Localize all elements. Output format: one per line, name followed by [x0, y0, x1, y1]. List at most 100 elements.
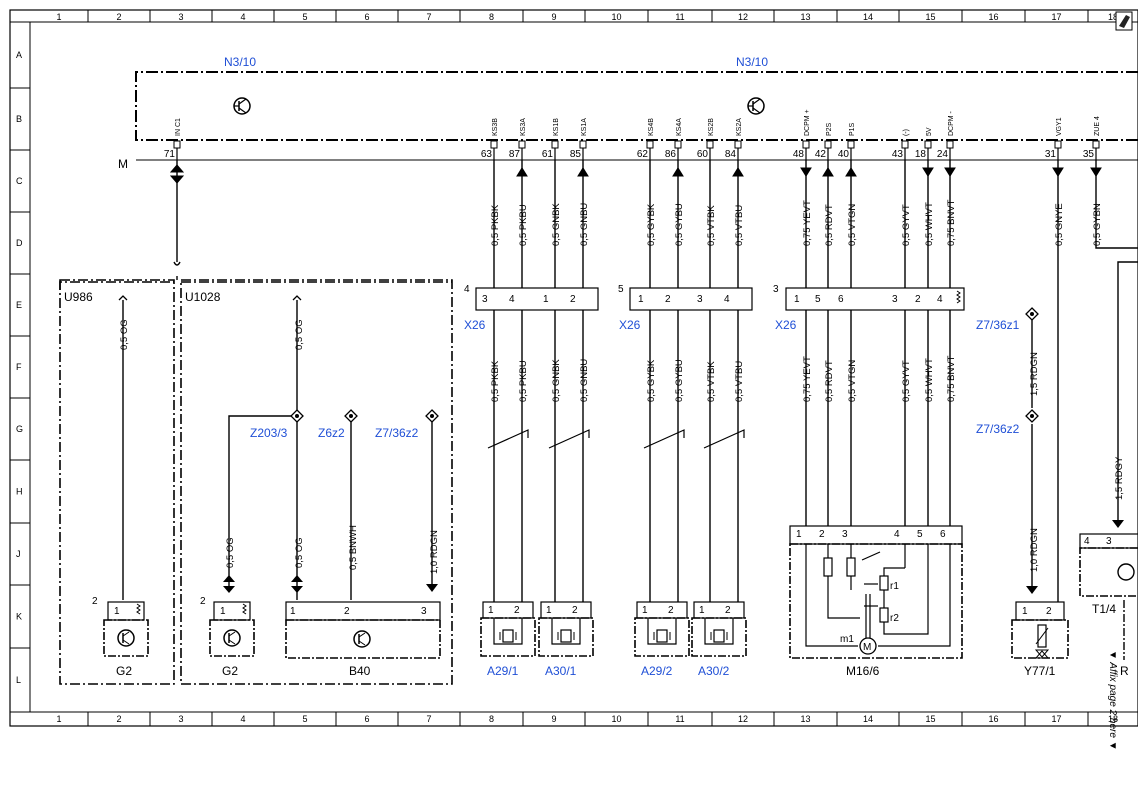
- column-number: 1: [56, 12, 61, 22]
- svg-text:1: 1: [699, 605, 705, 616]
- corner-logo-icon: [1115, 11, 1133, 31]
- column-ticks: [87, 10, 1089, 726]
- row-letter: H: [16, 487, 23, 497]
- pin-number: 40: [838, 149, 850, 160]
- module-label-n3-10-left[interactable]: N3/10: [224, 55, 256, 69]
- g2-sensor-left: 2 1 G2: [92, 596, 149, 678]
- column-number: 6: [364, 714, 369, 724]
- pin-stub: [1092, 140, 1100, 149]
- column-number: 10: [611, 12, 621, 22]
- affix-note: ▼ Affix page 2 here ▼: [1107, 650, 1118, 751]
- component-label-t1-4[interactable]: T1/4: [1092, 602, 1116, 616]
- svg-text:3: 3: [892, 294, 898, 305]
- svg-text:6: 6: [838, 294, 844, 305]
- splice-label-z7-36z1[interactable]: Z7/36z1: [976, 318, 1020, 332]
- connector-label-x26[interactable]: X26: [619, 318, 641, 332]
- wire-label: 0,5 VTGN: [847, 360, 858, 402]
- pin-stub: [551, 140, 559, 149]
- row-letter: C: [16, 176, 23, 186]
- column-number: 8: [489, 714, 494, 724]
- column-number: 2: [116, 12, 121, 22]
- pin-stub: [518, 140, 526, 149]
- svg-text:5: 5: [917, 529, 923, 540]
- svg-text:m1: m1: [840, 634, 854, 645]
- row-letter: E: [16, 300, 22, 310]
- svg-text:2: 2: [514, 605, 520, 616]
- svg-text:3: 3: [482, 294, 488, 305]
- svg-text:2: 2: [1046, 606, 1052, 617]
- svg-text:1: 1: [543, 294, 549, 305]
- pin-stub: [173, 140, 181, 149]
- wire-label: 0,5 GYVT: [901, 204, 912, 246]
- component-label-relay[interactable]: A30/2: [698, 664, 730, 678]
- wire-label: 1,5 RDGN: [1029, 352, 1040, 396]
- component-label-m16-6[interactable]: M16/6: [846, 664, 880, 678]
- component-label-relay[interactable]: A29/1: [487, 664, 519, 678]
- pin-stub: [1054, 140, 1062, 149]
- wire-arrows: [169, 164, 1102, 184]
- b40-sensor: 1 2 3 B40: [285, 601, 441, 678]
- signal-name: KS2B: [708, 118, 715, 136]
- svg-text:4: 4: [464, 284, 470, 295]
- svg-text:6: 6: [940, 529, 946, 540]
- splice-label-z6z2[interactable]: Z6z2: [318, 426, 345, 440]
- splice-label-z7-36z2[interactable]: Z7/36z2: [375, 426, 419, 440]
- svg-text:4: 4: [937, 294, 943, 305]
- wire-label: 1,0 RDGN: [1029, 528, 1040, 572]
- svg-text:3: 3: [421, 606, 427, 617]
- svg-text:3: 3: [842, 529, 848, 540]
- wire-label: 0,5 GYVT: [901, 360, 912, 402]
- component-label-relay[interactable]: A29/2: [641, 664, 673, 678]
- column-number: 1: [56, 714, 61, 724]
- signal-name: KS3A: [520, 118, 527, 136]
- column-number: 4: [240, 12, 245, 22]
- svg-text:5: 5: [815, 294, 821, 305]
- column-number: 11: [675, 714, 684, 724]
- column-number: 15: [925, 714, 935, 724]
- wire-label: 0,5 GNBK: [551, 203, 562, 246]
- pin-stub: [706, 140, 714, 149]
- splice-label-z203-3[interactable]: Z203/3: [250, 426, 288, 440]
- row-letter: K: [16, 612, 22, 622]
- wire-label: 0,75 BNVT: [946, 355, 957, 402]
- component-label-y77-1[interactable]: Y77/1: [1024, 664, 1056, 678]
- column-number: 8: [489, 12, 494, 22]
- row-letter: G: [16, 424, 23, 434]
- splice-label-z7-36z2[interactable]: Z7/36z2: [976, 422, 1020, 436]
- row-letter: D: [16, 238, 23, 248]
- connector-label-x26[interactable]: X26: [775, 318, 797, 332]
- pin-number: 35: [1083, 149, 1095, 160]
- component-label-relay[interactable]: A30/1: [545, 664, 577, 678]
- component-label-g2[interactable]: G2: [222, 664, 238, 678]
- column-number: 14: [863, 12, 873, 22]
- svg-text:2: 2: [572, 605, 578, 616]
- component-label-g2[interactable]: G2: [116, 664, 132, 678]
- column-number: 17: [1051, 12, 1061, 22]
- wire-label: 0,5 GNBU: [579, 359, 590, 402]
- wire-label: 1,5 RDGY: [1114, 456, 1125, 500]
- wire-label: 0,5 PKBU: [518, 204, 529, 246]
- column-number: 5: [302, 714, 307, 724]
- column-number: 3: [178, 714, 183, 724]
- component-label-b40[interactable]: B40: [349, 664, 371, 678]
- wire-label: 0,5 GYBU: [674, 359, 685, 402]
- signal-name: ZUE 4: [1094, 116, 1101, 136]
- column-number: 12: [738, 714, 748, 724]
- svg-text:2: 2: [344, 606, 350, 617]
- signal-name: IN C1: [175, 118, 182, 136]
- pin-number: 85: [570, 149, 582, 160]
- pin-stub: [646, 140, 654, 149]
- pin-stub: [824, 140, 832, 149]
- column-number: 5: [302, 12, 307, 22]
- row-ticks: [10, 87, 30, 649]
- connector-label-x26[interactable]: X26: [464, 318, 486, 332]
- module-label-n3-10-right[interactable]: N3/10: [736, 55, 768, 69]
- pin-stub: [946, 140, 954, 149]
- wire-label: 0,5 WHVT: [924, 358, 935, 402]
- signal-name: P1S: [849, 122, 856, 136]
